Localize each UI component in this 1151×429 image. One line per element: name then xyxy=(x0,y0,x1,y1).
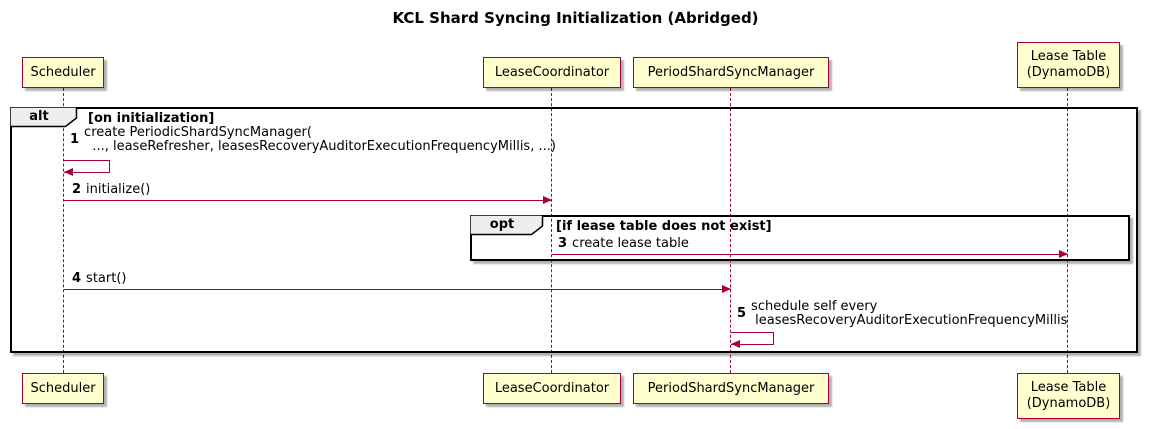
message-5-self-arrow xyxy=(731,344,774,345)
opt-frame-tab: opt xyxy=(470,215,544,236)
message-2-label: 2 initialize() xyxy=(72,183,150,197)
message-4-label: 4 start() xyxy=(72,272,126,286)
lifeline-lease-coordinator xyxy=(551,88,552,373)
message-4-arrowhead-icon xyxy=(722,285,731,293)
message-3-number: 3 xyxy=(558,236,568,251)
message-5-self-arrow xyxy=(773,332,774,344)
message-3-arrowhead-icon xyxy=(1059,250,1068,258)
message-1-number: 1 xyxy=(70,132,80,147)
alt-frame-label: alt xyxy=(29,109,49,124)
message-1-self-arrow xyxy=(64,160,110,161)
message-2-text: initialize() xyxy=(86,182,151,197)
participant-lease-coordinator-top: LeaseCoordinator xyxy=(483,57,621,88)
message-1-self-arrow xyxy=(109,160,110,172)
participant-scheduler-top: Scheduler xyxy=(22,57,104,88)
lifeline-period-shard-sync-manager xyxy=(730,88,731,373)
message-1-label: 1 create PeriodicShardSyncManager( ..., … xyxy=(70,126,556,154)
message-4-text: start() xyxy=(86,271,127,286)
message-2-arrow xyxy=(64,200,552,201)
message-3-text: create lease table xyxy=(572,236,689,251)
opt-frame-condition: [if lease table does not exist] xyxy=(556,219,772,234)
message-1-arrowhead-icon xyxy=(64,168,73,176)
message-1-self-arrow xyxy=(64,172,110,173)
message-2-arrowhead-icon xyxy=(543,196,552,204)
message-5-number: 5 xyxy=(737,306,747,321)
message-5-arrowhead-icon xyxy=(731,340,740,348)
alt-frame-tab: alt xyxy=(10,107,78,128)
message-4-number: 4 xyxy=(72,271,82,286)
alt-frame-condition: [on initialization] xyxy=(88,111,215,126)
message-5-label: 5 schedule self every leasesRecoveryAudi… xyxy=(737,300,1067,328)
opt-frame-label: opt xyxy=(489,217,515,232)
message-5-text: schedule self every leasesRecoveryAudito… xyxy=(751,299,1068,328)
participant-scheduler-bottom: Scheduler xyxy=(22,373,104,404)
opt-frame-tab-shape xyxy=(470,215,544,236)
lifeline-lease-table xyxy=(1067,88,1068,373)
participant-lease-table-bottom: Lease Table (DynamoDB) xyxy=(1017,373,1120,419)
message-1-text: create PeriodicShardSyncManager( ..., le… xyxy=(84,125,556,154)
message-2-number: 2 xyxy=(72,182,82,197)
lifeline-scheduler xyxy=(63,88,64,373)
participant-period-shard-sync-manager-top: PeriodShardSyncManager xyxy=(633,57,829,88)
message-3-arrow xyxy=(552,254,1068,255)
message-4-arrow xyxy=(64,289,731,290)
alt-frame-tab-shape xyxy=(10,107,78,128)
opt-frame: opt [if lease table does not exist] xyxy=(470,215,1130,261)
participant-lease-table-top: Lease Table (DynamoDB) xyxy=(1017,42,1120,88)
participant-lease-coordinator-bottom: LeaseCoordinator xyxy=(483,373,621,404)
participant-period-shard-sync-manager-bottom: PeriodShardSyncManager xyxy=(633,373,829,404)
diagram-title: KCL Shard Syncing Initialization (Abridg… xyxy=(392,9,759,27)
message-3-label: 3 create lease table xyxy=(558,237,689,251)
message-5-self-arrow xyxy=(731,332,774,333)
alt-frame: alt [on initialization] xyxy=(10,107,1138,353)
